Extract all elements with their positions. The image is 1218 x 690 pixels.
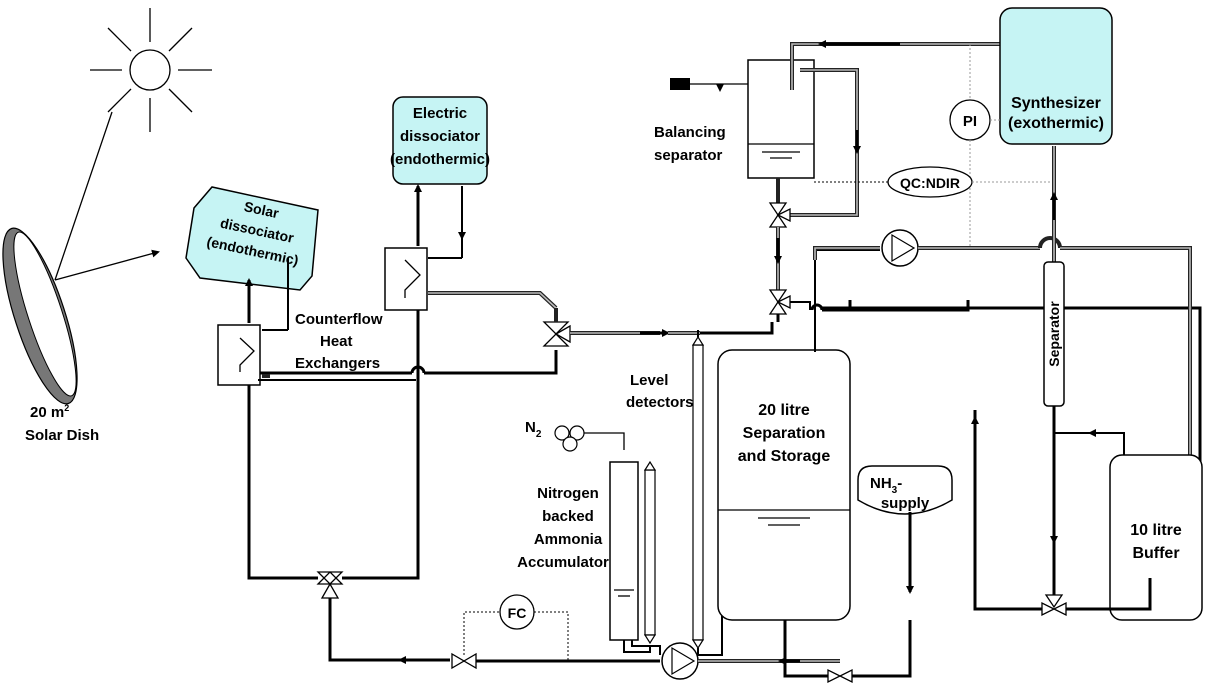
balancing-separator-label-1: Balancing [654, 124, 726, 141]
ammonia-accumulator [609, 461, 639, 641]
synthesizer-label-2: (exothermic) [1008, 115, 1104, 132]
valve-hx [542, 321, 571, 347]
counterflow-label-3: Exchangers [295, 355, 380, 372]
valve-balancing-1 [768, 202, 791, 228]
fc-controller [499, 594, 535, 630]
nitrogen-cylinder-icon [554, 425, 585, 452]
storage-label-2: Separation [743, 425, 826, 442]
nh3-supply [857, 465, 953, 515]
valve-nh3 [827, 668, 853, 684]
level-detectors-label-2: detectors [626, 394, 694, 411]
qc-label: QC:NDIR [900, 175, 960, 191]
valve-left-bottom [316, 571, 344, 599]
fc-label: FC [508, 605, 527, 621]
valve-handle-icon [670, 78, 690, 90]
storage-label-3: and Storage [738, 448, 831, 465]
electric-dissociator [392, 96, 488, 185]
level-detector-large [691, 335, 705, 650]
counterflow-label-2: Heat [320, 333, 353, 350]
accumulator-label-1: Nitrogen [537, 485, 599, 502]
synthesizer [999, 7, 1113, 145]
pi-label: PI [963, 113, 977, 130]
accumulator-label-2: backed [542, 508, 594, 525]
valve-right-bottom [1041, 594, 1067, 617]
heat-exchanger-solar [217, 324, 261, 386]
pump-top [881, 229, 919, 267]
accumulator-label-4: Accumulator [517, 554, 609, 571]
accumulator-label-3: Ammonia [534, 531, 603, 548]
nh3-label: NH3- [870, 475, 902, 496]
pump-bottom [661, 642, 699, 680]
sun-icon [90, 8, 212, 132]
storage-label-1: 20 litre [758, 402, 810, 419]
separator-label: Separator [1046, 301, 1062, 367]
n2-label: N2 [525, 419, 542, 440]
level-detectors-label-1: Level [630, 372, 668, 389]
valve-fc [451, 652, 477, 670]
synthesizer-label-1: Synthesizer [1011, 95, 1101, 112]
counterflow-label-1: Counterflow [295, 311, 383, 328]
electric-dissociator-label-3: (endothermic) [390, 151, 490, 168]
solar-dissociator [185, 186, 319, 291]
valve-balancing-2 [768, 289, 791, 315]
solar-dish-icon [2, 227, 78, 405]
electric-dissociator-label-1: Electric [413, 105, 467, 122]
buffer-label-1: 10 litre [1130, 522, 1182, 539]
buffer-label-2: Buffer [1132, 545, 1179, 562]
solar-dish-name: Solar Dish [25, 427, 99, 444]
svg-text:Solar: Solar [243, 198, 281, 221]
nh3-supply-label: supply [881, 495, 930, 512]
sun-ray [54, 111, 113, 281]
level-detector-small [643, 460, 657, 645]
solar-dish-label: 20 m2 [30, 403, 69, 421]
balancing-separator-label-2: separator [654, 147, 723, 164]
balancing-separator [747, 59, 815, 179]
electric-dissociator-label-2: dissociator [400, 128, 480, 145]
storage-tank [717, 349, 851, 621]
heat-exchanger-electric [384, 247, 428, 311]
buffer-tank [1109, 454, 1203, 621]
